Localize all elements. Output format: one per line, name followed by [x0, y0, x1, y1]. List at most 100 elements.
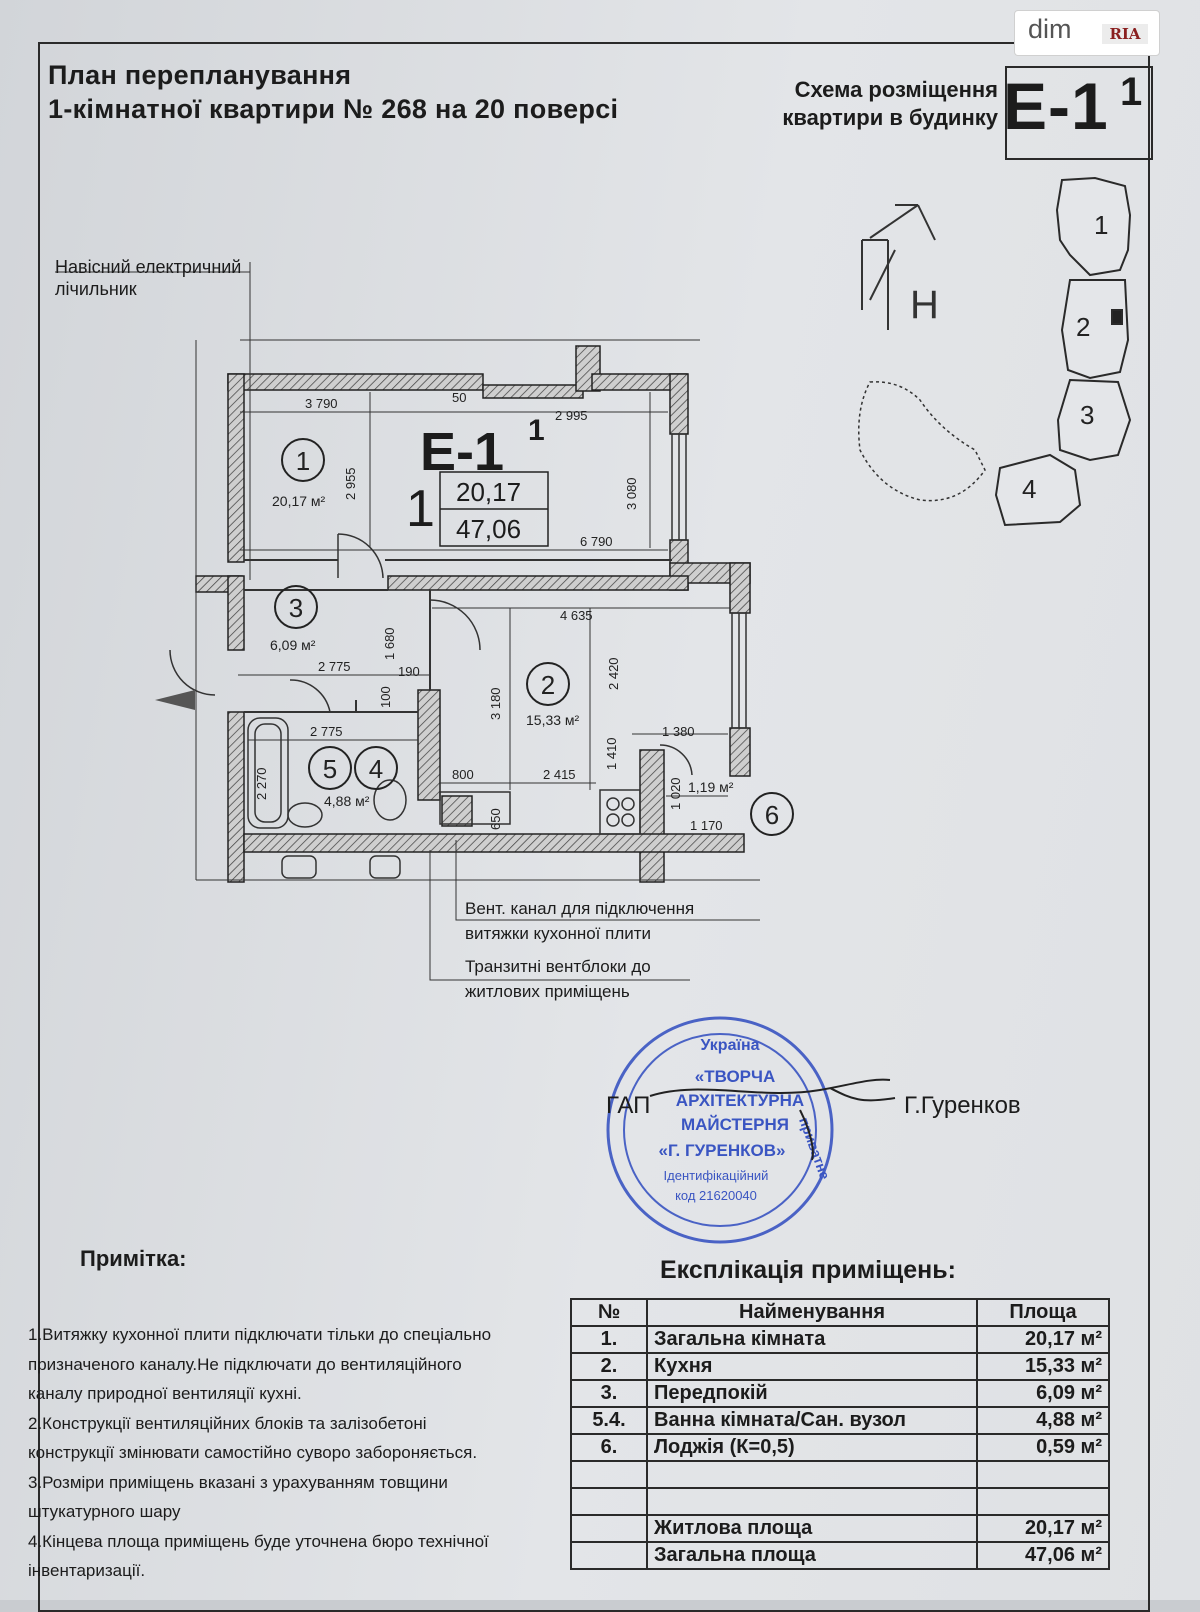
plan-walls [195, 345, 751, 883]
row-no: 6. [570, 1433, 648, 1462]
room-markers [274, 438, 794, 836]
note-line: 1.Витяжку кухонної плити підключати тіль… [28, 1325, 492, 1344]
dim-label: 1 170 [690, 818, 723, 833]
summary-area: 47,06 м² [976, 1541, 1110, 1570]
note-line: 3.Розміри приміщень вказані з урахування… [28, 1472, 448, 1492]
table-row: 3. Передпокій 6,09 м² [570, 1379, 1110, 1408]
room-1-number: 1 [296, 446, 310, 476]
transit-note-line1: Транзитні вентблоки до [465, 957, 651, 976]
signature-role: ГАП [606, 1092, 651, 1119]
dim-label: 2 955 [343, 467, 358, 500]
vent-note-line1: Вент. канал для підключення [465, 899, 695, 918]
dim-label: 100 [378, 686, 393, 708]
room-4-number: 4 [369, 754, 383, 784]
meter-note-line2: лічильник [55, 279, 137, 299]
room-3-area: 6,09 м² [270, 637, 316, 653]
row-no: 5.4. [570, 1406, 648, 1435]
table-row: 5.4. Ванна кімната/Сан. вузол 4,88 м² [570, 1406, 1110, 1435]
header-no: № [570, 1298, 648, 1327]
dim-label: 4 635 [560, 608, 593, 623]
plan-living-area: 20,17 [456, 477, 521, 507]
plan-title-line1: План перепланування [48, 60, 352, 90]
plan-rooms-count: 1 [406, 480, 435, 538]
compass-letter-n: Н [910, 283, 939, 327]
row-area: 0,59 м² [976, 1433, 1110, 1462]
note-leaders [55, 271, 760, 981]
dimension-labels: 3 790 2 995 50 2 955 3 080 6 790 4 635 1… [254, 390, 723, 833]
table-row: 6. Лоджія (К=0,5) 0,59 м² [570, 1433, 1110, 1462]
note-line: конструкції змінювати самостійно суворо … [28, 1443, 478, 1462]
note-line: 2.Конструкції вентиляційних блоків та за… [28, 1413, 427, 1433]
plan-type-sup: 1 [528, 414, 545, 447]
note-line: інвентаризації. [28, 1561, 146, 1580]
plan-windows [671, 433, 747, 729]
apartment-code-box [1005, 66, 1153, 160]
row-area: 6,09 м² [976, 1379, 1110, 1408]
building-scheme [994, 176, 1132, 527]
watermark-dim: dim [1028, 14, 1072, 44]
meter-note: Навісний електричний лічильник [55, 256, 241, 300]
dim-label: 50 [452, 390, 466, 405]
scheme-section-3: 3 [1080, 400, 1094, 430]
plan-total-area: 47,06 [456, 514, 521, 544]
stamp-line: Україна [700, 1037, 759, 1054]
empty-cell [646, 1460, 978, 1489]
neighbor-building-outline [858, 381, 986, 502]
apartment-code-sup: 1 [1120, 70, 1143, 114]
notes-heading: Примітка: [80, 1246, 187, 1271]
empty-cell [976, 1460, 1110, 1489]
stamp-line: «Г. ГУРЕНКОВ» [659, 1141, 786, 1160]
dim-label: 3 790 [305, 396, 338, 411]
meter-note-line1: Навісний електричний [55, 257, 242, 277]
room-6-number: 6 [765, 800, 779, 830]
dim-label: 1 680 [382, 627, 397, 660]
plan-type-label: Е-1 [420, 422, 504, 482]
dim-label: 2 270 [254, 767, 269, 800]
dim-label: 190 [398, 664, 420, 679]
row-no: 3. [570, 1379, 648, 1408]
north-arrow-icon [861, 204, 936, 330]
summary-area: 20,17 м² [976, 1514, 1110, 1543]
row-area: 20,17 м² [976, 1325, 1110, 1354]
room-1-area: 20,17 м² [272, 493, 326, 509]
dim-label: 3 180 [488, 687, 503, 720]
header-name: Найменування [646, 1298, 978, 1327]
dimension-lines [195, 262, 760, 881]
dim-label: 2 995 [555, 408, 588, 423]
note-line: штукатурного шару [28, 1502, 181, 1521]
summary-name: Житлова площа [646, 1514, 978, 1543]
table-row: 1. Загальна кімната 20,17 м² [570, 1325, 1110, 1354]
stamp-line: АРХІТЕКТУРНА [676, 1091, 804, 1110]
dim-label: 2 415 [543, 767, 576, 782]
watermark-ria: RIA [1102, 24, 1148, 44]
dim-label: 2 420 [606, 657, 621, 690]
summary-row: Загальна площа 47,06 м² [570, 1541, 1110, 1570]
stamp-line: код 21620040 [675, 1188, 757, 1203]
dim-label: 2 775 [310, 724, 343, 739]
empty-cell [570, 1460, 648, 1489]
summary-name: Загальна площа [646, 1541, 978, 1570]
dim-label: 2 775 [318, 659, 351, 674]
plan-title-line2: 1-кімнатної квартири № 268 на 20 поверсі [48, 94, 619, 124]
row-name: Загальна кімната [646, 1325, 978, 1354]
scheme-title: Схема розміщення квартири в будинку [738, 76, 998, 132]
row-area: 4,88 м² [976, 1406, 1110, 1435]
plan-fixtures [247, 717, 641, 879]
room-3-number: 3 [289, 593, 303, 623]
dim-label: 1 020 [668, 777, 683, 810]
empty-cell [570, 1514, 648, 1543]
row-no: 1. [570, 1325, 648, 1354]
scheme-section-2: 2 [1076, 312, 1090, 342]
dim-label: 3 080 [624, 477, 639, 510]
room-4-area: 4,88 м² [324, 793, 370, 809]
stamp-line: «ТВОРЧА [695, 1067, 775, 1086]
dim-label: 650 [488, 808, 503, 830]
explication-table: № Найменування Площа 1. Загальна кімната… [570, 1298, 1110, 1570]
empty-cell [570, 1541, 648, 1570]
room-2-number: 2 [541, 670, 555, 700]
stamp-line: приватне [796, 1115, 833, 1182]
row-no: 2. [570, 1352, 648, 1381]
scheme-title-line1: Схема розміщення [794, 77, 998, 102]
table-row-empty [570, 1487, 1110, 1516]
